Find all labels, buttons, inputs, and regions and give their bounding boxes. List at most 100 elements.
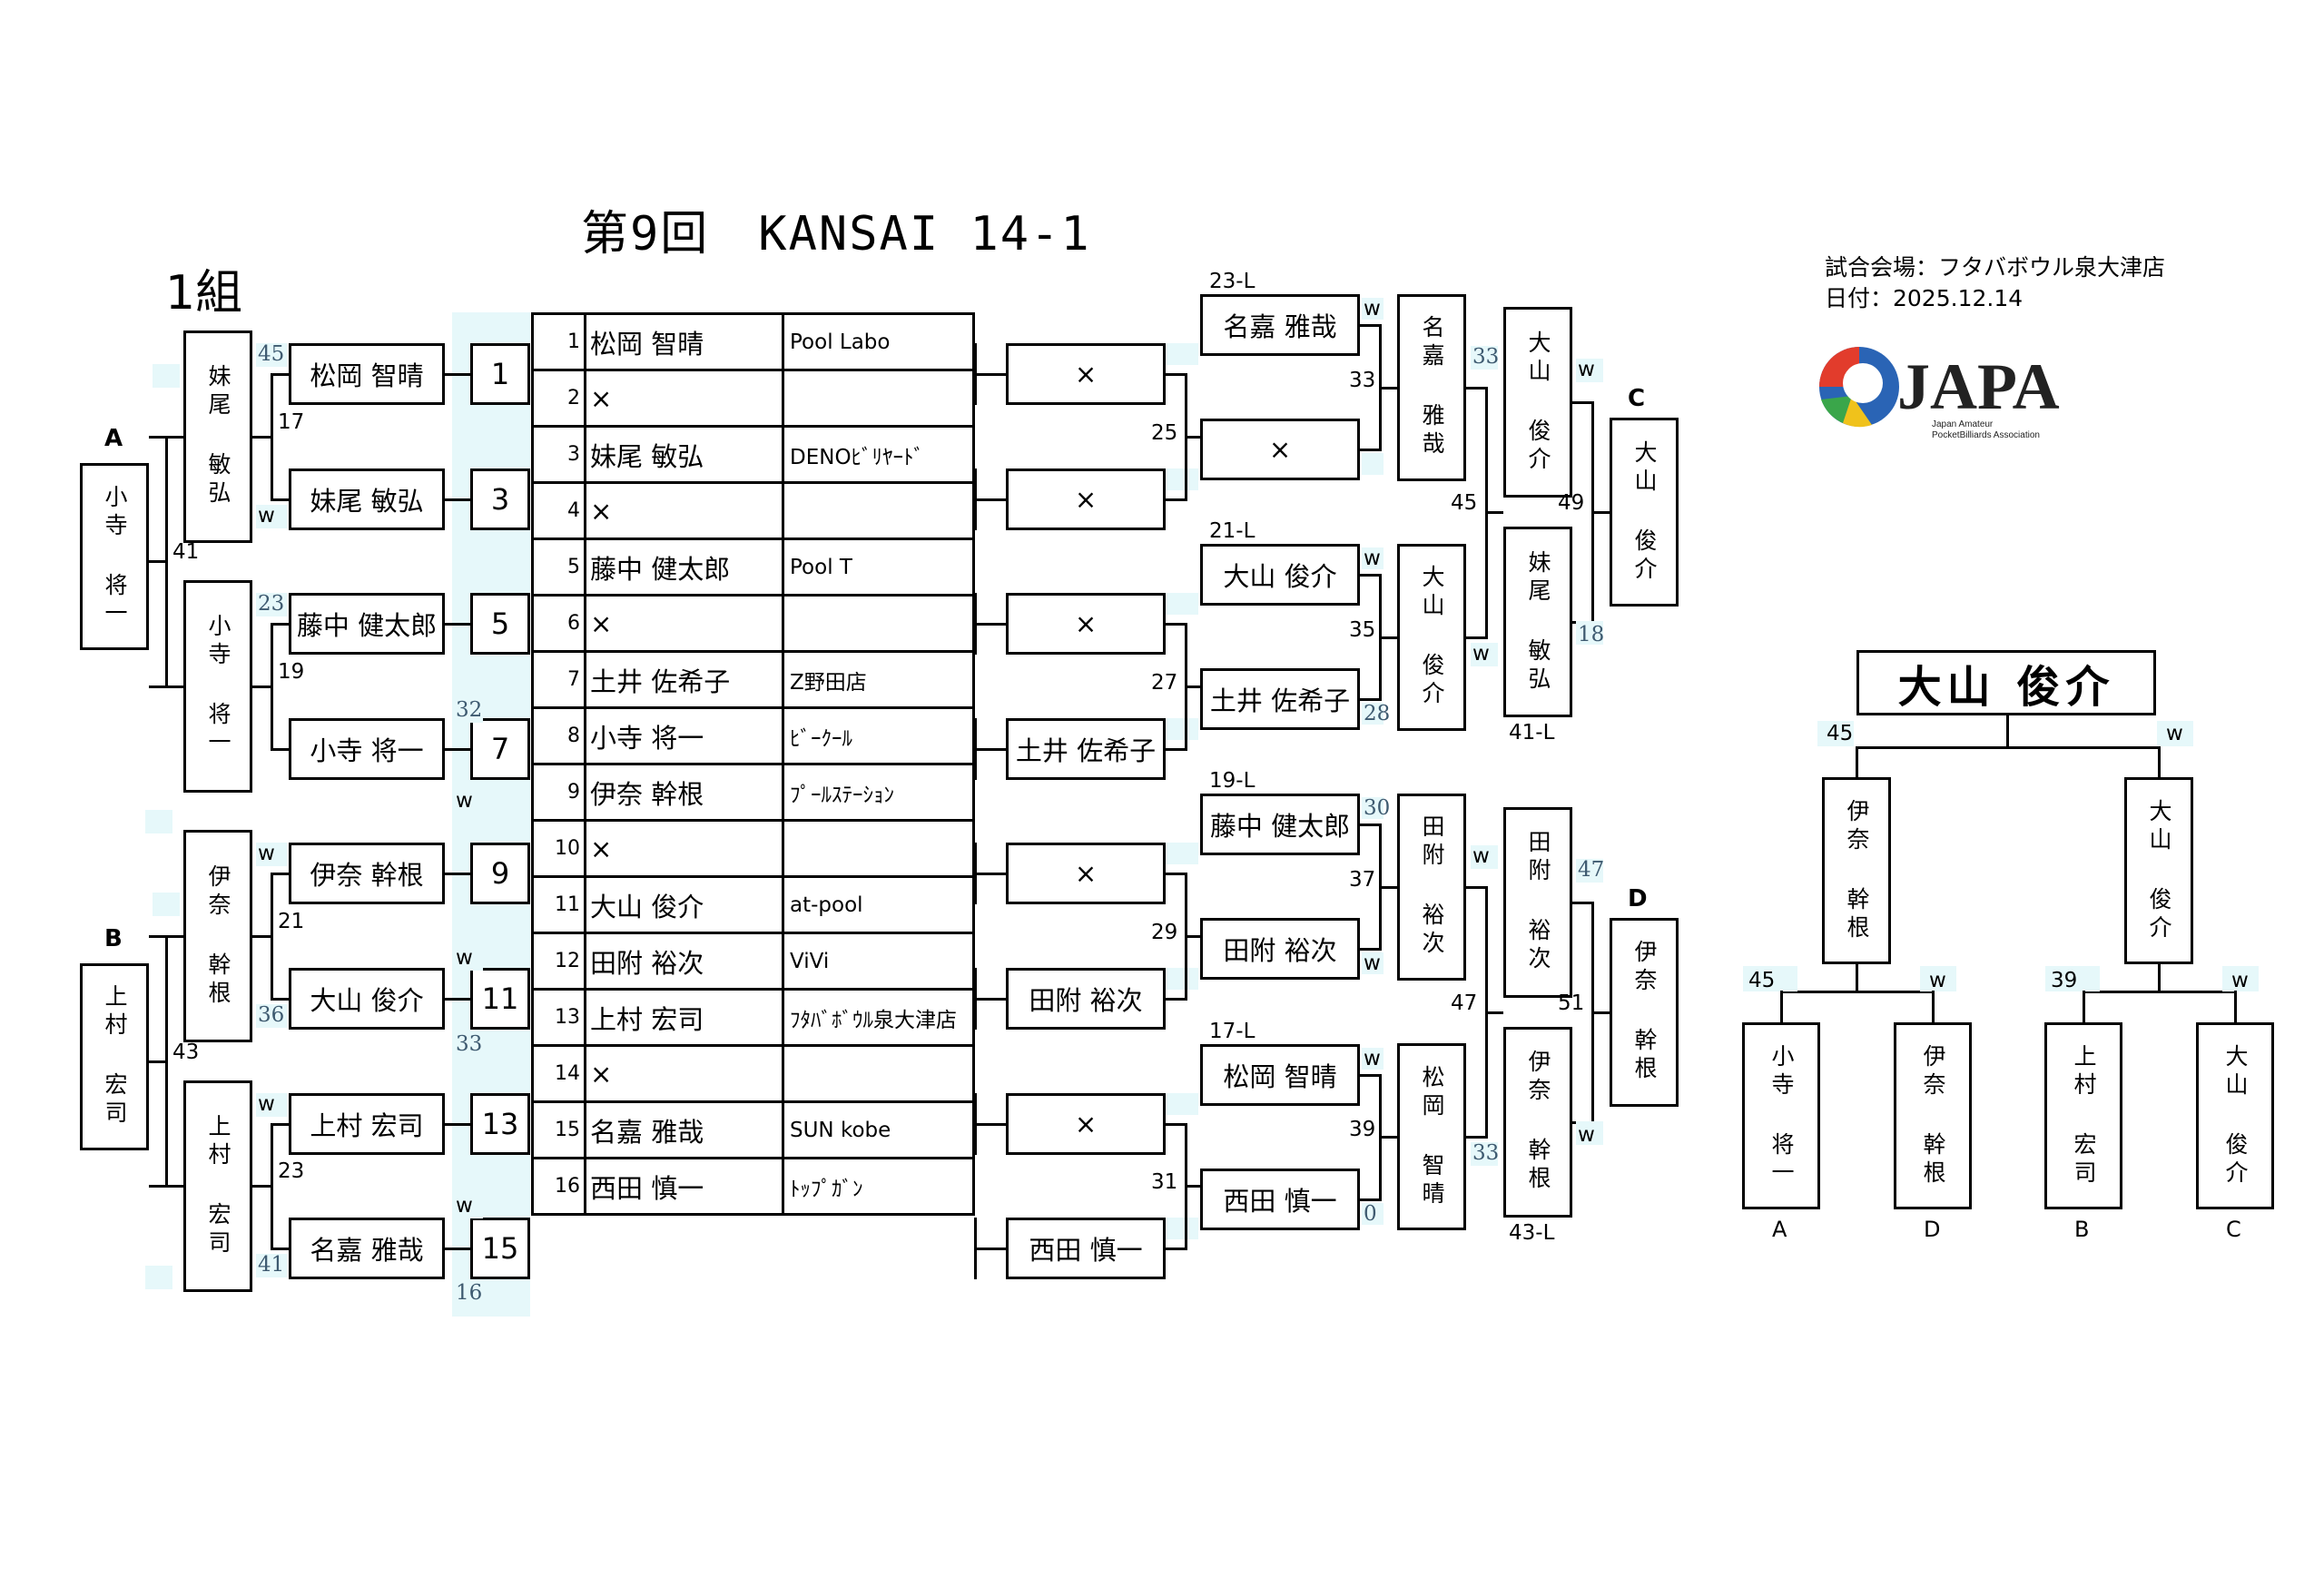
bracket-line — [977, 998, 1006, 1001]
finalist-pool-label: B — [2074, 1217, 2090, 1242]
bracket-line — [1166, 623, 1187, 626]
r3-player-box: 小寺 将一 — [80, 463, 149, 651]
score-label: w — [258, 503, 275, 528]
registry-number: 10 — [531, 819, 586, 878]
score-highlight — [1362, 1202, 1384, 1225]
registry-team: Pool Labo — [782, 312, 975, 371]
bracket-line — [974, 1218, 977, 1280]
registry-number: 5 — [531, 538, 586, 597]
bracket-line — [1185, 435, 1200, 439]
score-label: w — [1364, 952, 1381, 976]
score-label: 18 — [1578, 623, 1605, 647]
score-label: w — [1472, 641, 1490, 666]
bracket-line — [1780, 991, 1783, 1023]
score-highlight — [452, 1195, 483, 1218]
registry-team: Z野田店 — [782, 650, 975, 709]
registry-number: 8 — [531, 706, 586, 765]
score-label: w — [1578, 1122, 1595, 1147]
registry-number: 15 — [531, 1100, 586, 1159]
score-label: 43 — [172, 1040, 200, 1064]
bracket-line — [2006, 715, 2009, 748]
losers-bot-box: 西田 慎一 — [1200, 1168, 1360, 1230]
score-highlight — [1362, 298, 1384, 320]
bracket-line — [271, 873, 273, 999]
score-highlight — [1166, 1218, 1198, 1240]
score-highlight — [1166, 968, 1198, 990]
right-r1-box: × — [1006, 343, 1166, 405]
right-r1-box: × — [1006, 843, 1166, 905]
losers-bot-box: 田附 裕次 — [1200, 918, 1360, 981]
r1-seed-box: 3 — [470, 468, 530, 530]
score-label: 41-L — [1509, 721, 1555, 745]
r1-seed-box: 13 — [470, 1092, 530, 1155]
score-label: 33 — [1472, 1141, 1500, 1166]
registry-row: 10× — [531, 819, 975, 878]
score-highlight — [1576, 621, 1603, 646]
finalist-box: 伊奈 幹根 — [1894, 1022, 1972, 1209]
r2-player-box: 小寺 将一 — [183, 580, 252, 793]
champion-box: 大山 俊介 — [1856, 650, 2156, 715]
score-label: w — [258, 1091, 275, 1116]
score-highlight — [153, 363, 180, 388]
bracket-line — [149, 685, 183, 688]
svg-text:JAPA: JAPA — [1897, 350, 2060, 423]
bracket-line — [165, 436, 168, 686]
registry-number: 11 — [531, 875, 586, 934]
bracket-line — [974, 468, 977, 530]
bracket-line — [1166, 373, 1187, 376]
registry-player: × — [584, 369, 784, 428]
score-label: 27 — [1151, 671, 1178, 695]
registry-team: ViVi — [782, 932, 975, 991]
registry-team — [782, 369, 975, 428]
right-r1-box: × — [1006, 593, 1166, 656]
registry-player: × — [584, 594, 784, 653]
bracket-line — [1166, 873, 1187, 876]
finalist-box: 大山 俊介 — [2196, 1022, 2274, 1209]
bracket-line — [974, 593, 977, 656]
score-highlight — [1362, 797, 1384, 820]
r1-seed-box: 15 — [470, 1218, 530, 1280]
score-highlight — [452, 1033, 483, 1057]
loser-tag: 19-L — [1209, 769, 1256, 794]
score-label: w — [2166, 722, 2183, 745]
finalist-box: 小寺 将一 — [1742, 1022, 1820, 1209]
bracket-line — [1572, 901, 1594, 904]
bracket-line — [1379, 885, 1397, 889]
bracket-line — [1856, 746, 2159, 749]
score-label: w — [1472, 843, 1490, 868]
bracket-line — [1466, 386, 1488, 390]
bracket-line — [271, 373, 289, 376]
bracket-line — [1360, 698, 1382, 702]
registry-player: 西田 慎一 — [584, 1157, 784, 1216]
score-label: 45 — [1827, 722, 1854, 745]
registry-team — [782, 1044, 975, 1103]
bracket-line — [1379, 1136, 1397, 1139]
score-label: w — [258, 842, 275, 866]
right-r1-box: × — [1006, 468, 1166, 530]
registry-number: 2 — [531, 369, 586, 428]
bracket-line — [2234, 991, 2237, 1023]
losers-top-box: 大山 俊介 — [1200, 544, 1360, 607]
score-highlight — [452, 1282, 483, 1306]
losers-bot-box: 土井 佐希子 — [1200, 668, 1360, 731]
registry-team: ﾋﾞｰｸｰﾙ — [782, 706, 975, 765]
score-label: w — [1364, 297, 1381, 321]
finalist-pool-label: C — [2226, 1217, 2241, 1242]
score-highlight — [1471, 642, 1498, 666]
bracket-line — [1166, 1122, 1187, 1126]
registry-number: 14 — [531, 1044, 586, 1103]
bracket-line — [974, 1092, 977, 1155]
bracket-line — [271, 998, 289, 1001]
bracket-line — [271, 1122, 289, 1126]
score-label: 35 — [1349, 617, 1376, 642]
score-highlight — [1576, 1120, 1603, 1145]
bracket-line — [2083, 991, 2085, 1023]
